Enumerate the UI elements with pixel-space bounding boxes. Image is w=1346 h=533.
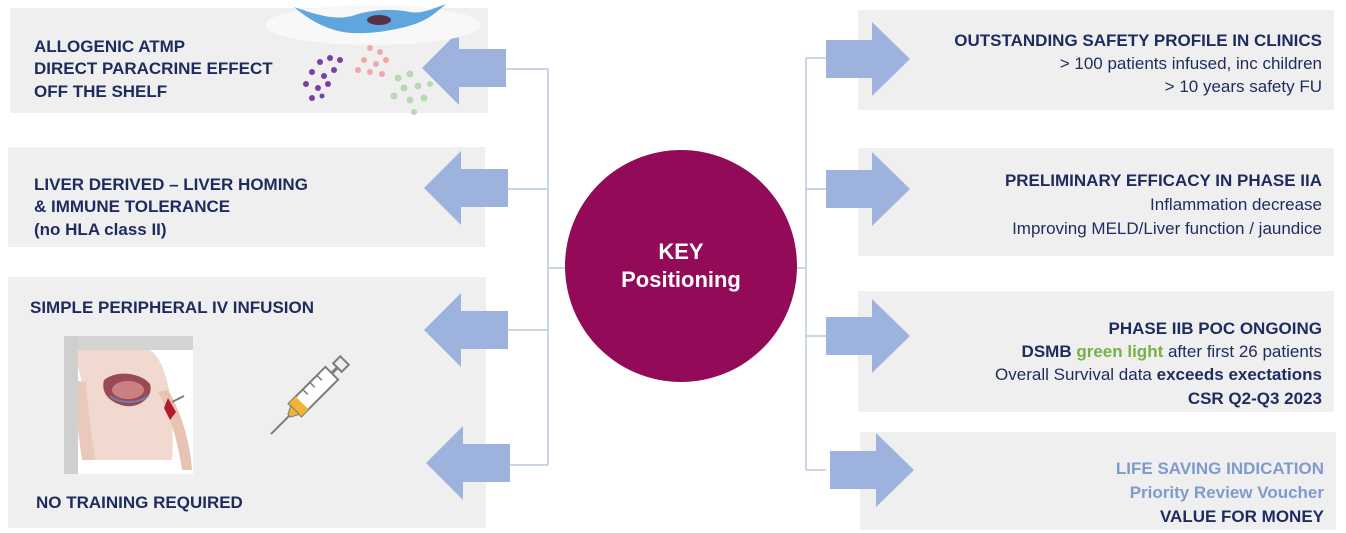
right-box-phase2b-csr: CSR Q2-Q3 2023 bbox=[1187, 389, 1322, 408]
dsmb-rest: after first 26 patients bbox=[1163, 342, 1322, 361]
right-box-life-saving-line3: VALUE FOR MONEY bbox=[1159, 507, 1324, 526]
os-exceeds: exceeds exectations bbox=[1156, 365, 1322, 384]
green-light-label: green light bbox=[1076, 342, 1164, 361]
left-box-atmp-line2: DIRECT PARACRINE EFFECT bbox=[34, 59, 273, 78]
left-box-liver-line3: (no HLA class II) bbox=[34, 220, 167, 239]
right-box-phase2b-os: Overall Survival data exceeds exectation… bbox=[995, 364, 1322, 385]
syringe-icon bbox=[270, 354, 351, 435]
body-illustration bbox=[64, 336, 193, 474]
arrow-left-4-icon bbox=[426, 426, 510, 500]
arrow-right-4-icon bbox=[830, 433, 914, 507]
right-box-phase2b-dsmb: DSMB green light after first 26 patients bbox=[1022, 341, 1322, 362]
arrow-left-1-icon bbox=[422, 31, 506, 105]
right-box-life-saving-line1: LIFE SAVING INDICATION bbox=[1115, 459, 1324, 478]
center-line2: Positioning bbox=[621, 267, 741, 292]
left-box-infusion-title: SIMPLE PERIPHERAL IV INFUSION bbox=[30, 298, 315, 317]
connector-lines bbox=[492, 57, 826, 471]
right-box-safety-line2: > 10 years safety FU bbox=[1164, 77, 1322, 96]
right-box-efficacy bbox=[858, 148, 1334, 256]
arrow-right-2-icon bbox=[826, 152, 910, 226]
right-box-safety-title: OUTSTANDING SAFETY PROFILE IN CLINICS bbox=[954, 31, 1322, 50]
left-box-liver-line1: LIVER DERIVED – LIVER HOMING bbox=[34, 175, 308, 194]
arrow-right-1-icon bbox=[826, 22, 910, 96]
right-box-efficacy-line1: Inflammation decrease bbox=[1150, 195, 1322, 214]
right-box-life-saving-line2: Priority Review Voucher bbox=[1129, 483, 1324, 502]
right-box-safety-line1: > 100 patients infused, inc children bbox=[1059, 54, 1322, 73]
arrow-right-3-icon bbox=[826, 299, 910, 373]
left-box-liver-line2: & IMMUNE TOLERANCE bbox=[34, 197, 231, 216]
left-box-infusion-footer: NO TRAINING REQUIRED bbox=[36, 493, 243, 512]
left-box-atmp-line3: OFF THE SHELF bbox=[34, 82, 168, 101]
center-line1: KEY bbox=[658, 239, 704, 264]
arrow-left-2-icon bbox=[424, 151, 508, 225]
right-box-efficacy-line2: Improving MELD/Liver function / jaundice bbox=[1012, 219, 1322, 238]
os-label: Overall Survival data bbox=[995, 365, 1157, 384]
right-box-phase2b-title: PHASE IIB POC ONGOING bbox=[1108, 319, 1322, 338]
dsmb-label: DSMB bbox=[1021, 342, 1072, 361]
right-box-efficacy-title: PRELIMINARY EFFICACY IN PHASE IIA bbox=[1004, 171, 1322, 190]
left-box-atmp-line1: ALLOGENIC ATMP bbox=[34, 37, 186, 56]
right-box-phase2b bbox=[858, 291, 1334, 412]
cells-illustration bbox=[265, 4, 481, 115]
right-box-life-saving bbox=[860, 432, 1336, 530]
key-positioning-circle: KEY Positioning bbox=[565, 150, 797, 382]
right-box-safety bbox=[858, 10, 1334, 110]
left-box-liver bbox=[8, 147, 485, 247]
arrow-left-3-icon bbox=[424, 293, 508, 367]
